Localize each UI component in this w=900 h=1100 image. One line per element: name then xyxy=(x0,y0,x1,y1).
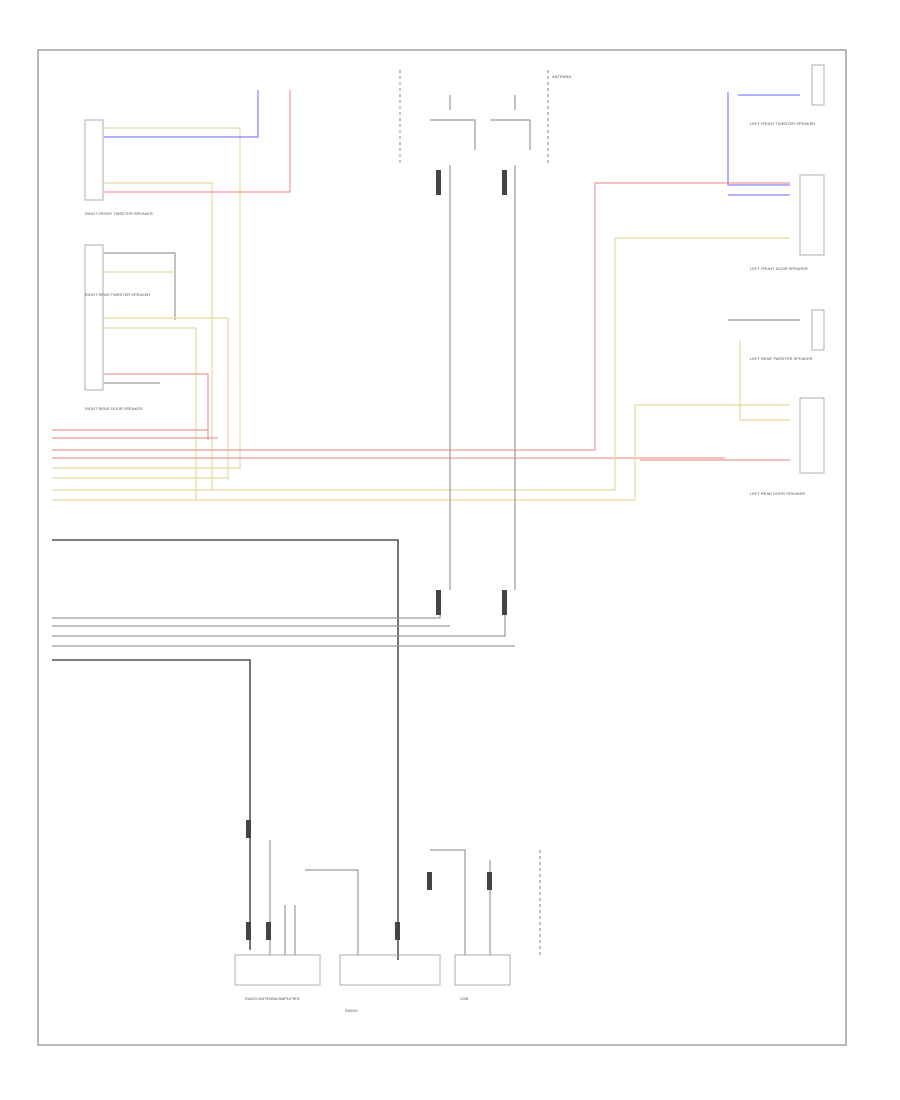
lr-tweeter-label: LEFT REAR TWEETER SPEAKER xyxy=(750,356,813,361)
left-rear-group: LEFT REAR TWEETER SPEAKER LEFT REAR DOOR… xyxy=(728,309,825,496)
antenna-group: ANTENNA xyxy=(399,70,571,590)
rr-tweeter-label: RIGHT REAR TWEETER SPEAKER xyxy=(85,292,150,297)
lower-harness xyxy=(52,539,515,960)
usb-box xyxy=(454,954,511,986)
rr-connector xyxy=(84,244,104,391)
lf-door-label: LEFT FRONT DOOR SPEAKER xyxy=(750,266,808,271)
harness-bundle xyxy=(52,182,790,501)
amp-box xyxy=(234,954,321,986)
right-rear-speaker-group: RIGHT REAR TWEETER SPEAKER RIGHT REAR DO… xyxy=(84,244,229,500)
lr-door-label: LEFT REAR DOOR SPEAKER xyxy=(750,491,805,496)
right-front-tweeter-group: RIGHT FRONT TWEETER SPEAKER xyxy=(84,90,291,490)
left-front-door-group: LEFT FRONT DOOR SPEAKER xyxy=(728,174,825,271)
rf-tweeter-label: RIGHT FRONT TWEETER SPEAKER xyxy=(85,211,153,216)
left-front-tweeter-group: LEFT FRONT TWEETER SPEAKER xyxy=(727,64,825,186)
usb-label: USB xyxy=(460,996,469,1001)
lr-door-connector xyxy=(799,397,825,474)
lf-tweeter-label: LEFT FRONT TWEETER SPEAKER xyxy=(750,121,815,126)
connector-marks xyxy=(246,170,507,940)
lf-tweeter-connector xyxy=(811,64,825,106)
radio-box xyxy=(339,954,441,986)
bottom-components: RADIO ANTENNA AMPLIFIER RADIO USB xyxy=(234,840,541,1013)
amp-label: RADIO ANTENNA AMPLIFIER xyxy=(245,996,300,1001)
diagram-frame xyxy=(37,49,847,1046)
rr-door-label: RIGHT REAR DOOR SPEAKER xyxy=(85,406,143,411)
antenna-label: ANTENNA xyxy=(552,74,571,79)
radio-label: RADIO xyxy=(345,1008,358,1013)
lr-tweeter-connector xyxy=(811,309,825,351)
rf-tweeter-connector xyxy=(84,119,104,201)
lf-door-connector xyxy=(799,174,825,256)
